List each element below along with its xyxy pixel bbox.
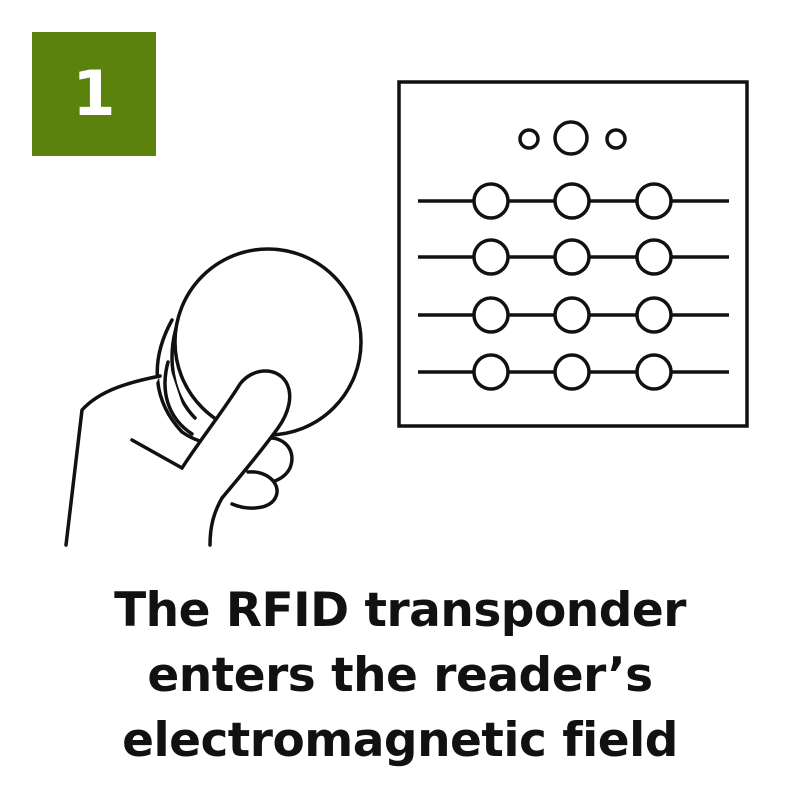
rfid-reader-icon bbox=[397, 80, 749, 428]
caption-line-2: enters the reader’s bbox=[147, 648, 653, 703]
hand-holding-tag-icon bbox=[64, 247, 363, 547]
caption-line-3: electromagnetic field bbox=[122, 713, 678, 768]
caption-line-1: The RFID transponder bbox=[114, 583, 686, 638]
step-number: 1 bbox=[72, 57, 116, 130]
caption: The RFID transponder enters the reader’s… bbox=[0, 578, 800, 773]
step-badge: 1 bbox=[32, 32, 156, 156]
illustration bbox=[64, 80, 749, 547]
